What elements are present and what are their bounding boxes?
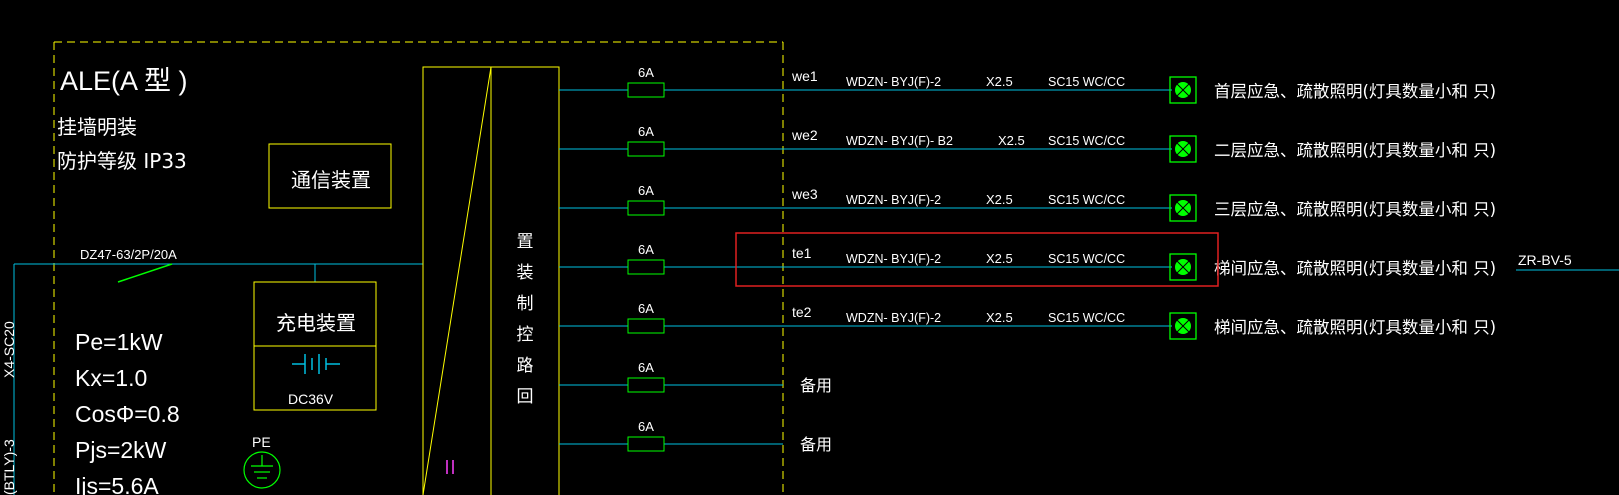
param-pjs: Pjs=2kW xyxy=(75,437,167,463)
circuit-row: 6A 备用 xyxy=(559,419,832,454)
cable-spec: WDZN- BYJ(F)-2 xyxy=(846,252,941,266)
fuse-icon xyxy=(627,318,665,334)
bus-bar-diagonal xyxy=(422,66,492,495)
circuit-row: 6A te2 WDZN- BYJ(F)-2 X2.5 SC15 WC/CC 梯间应急、疏散… xyxy=(559,301,1496,340)
panel-install-text: 挂墙明装 xyxy=(57,115,137,139)
cable-spec: WDZN- BYJ(F)-2 xyxy=(846,311,941,325)
controller-label-char: 路 xyxy=(517,356,534,376)
comm-device-box xyxy=(268,143,392,209)
fuse-rating: 6A xyxy=(638,65,654,80)
fuse-icon xyxy=(627,200,665,216)
panel-protection-text: 防护等级 IP33 xyxy=(57,149,187,173)
controller-box xyxy=(490,66,560,495)
circuit-id: we1 xyxy=(791,68,818,84)
fuse-icon xyxy=(627,141,665,157)
battery-icon xyxy=(292,354,340,374)
circuit-row: 6A te1 WDZN- BYJ(F)-2 X2.5 SC15 WC/CC 梯间应急、疏散… xyxy=(559,242,1496,281)
cable-size: X2.5 xyxy=(986,192,1013,207)
incoming-label-2: (BTLY)-3 xyxy=(1,439,17,495)
emergency-light-icon xyxy=(1169,312,1197,340)
controller-label-char: 回 xyxy=(517,387,534,407)
circuit-id: we2 xyxy=(791,127,818,143)
right-edge-label: ZR-BV-5 xyxy=(1518,252,1572,268)
conduit-spec: SC15 WC/CC xyxy=(1048,75,1125,89)
param-cos: CosΦ=0.8 xyxy=(75,401,180,427)
fuse-rating: 6A xyxy=(638,301,654,316)
controller-label-char: 控 xyxy=(517,325,534,345)
panel-boundary xyxy=(53,41,784,495)
cable-size: X2.5 xyxy=(986,251,1013,266)
emergency-light-icon xyxy=(1169,194,1197,222)
main-breaker-symbol xyxy=(117,263,173,283)
dc-voltage-label: DC36V xyxy=(288,391,334,407)
fuse-rating: 6A xyxy=(638,360,654,375)
circuit-description: 梯间应急、疏散照明(灯具数量小和 只) xyxy=(1214,259,1496,278)
controller-label-char: 制 xyxy=(517,294,534,314)
circuit-description: 二层应急、疏散照明(灯具数量小和 只) xyxy=(1214,141,1496,160)
conduit-spec: SC15 WC/CC xyxy=(1048,134,1125,148)
controller-label-char: 装 xyxy=(517,263,534,283)
circuit-description: 三层应急、疏散照明(灯具数量小和 只) xyxy=(1214,200,1496,219)
highlight-box xyxy=(735,232,1219,287)
param-pe: Pe=1kW xyxy=(75,329,163,355)
charger-label: 充电装置 xyxy=(276,311,356,335)
spare-label: 备用 xyxy=(800,435,832,454)
circuit-description: 梯间应急、疏散照明(灯具数量小和 只) xyxy=(1214,318,1496,337)
circuit-id: te1 xyxy=(792,245,812,261)
param-ijs: Ijs=5.6A xyxy=(75,473,159,495)
circuit-id: te2 xyxy=(792,304,812,320)
fuse-rating: 6A xyxy=(638,124,654,139)
fuse-icon xyxy=(627,82,665,98)
fuse-rating: 6A xyxy=(638,419,654,434)
controller-label-char: 置 xyxy=(517,232,534,252)
conduit-spec: SC15 WC/CC xyxy=(1048,252,1125,266)
emergency-light-icon xyxy=(1169,135,1197,163)
circuit-id: we3 xyxy=(791,186,818,202)
fuse-rating: 6A xyxy=(638,242,654,257)
emergency-light-icon xyxy=(1169,76,1197,104)
circuit-row: 6A we1 WDZN- BYJ(F)-2 X2.5 SC15 WC/CC 首层应急、疏散… xyxy=(559,65,1496,104)
circuit-description: 首层应急、疏散照明(灯具数量小和 只) xyxy=(1214,82,1496,101)
comm-device-label: 通信装置 xyxy=(291,168,371,192)
fuse-icon xyxy=(627,377,665,393)
fuse-icon xyxy=(627,436,665,452)
cable-size: X2.5 xyxy=(986,310,1013,325)
cable-spec: WDZN- BYJ(F)-2 xyxy=(846,193,941,207)
fuse-icon xyxy=(627,259,665,275)
main-breaker-label: DZ47-63/2P/20A xyxy=(80,247,177,262)
incoming-label-1: X4-SC20 xyxy=(1,321,17,378)
emergency-light-icon xyxy=(1169,253,1197,281)
param-kx: Kx=1.0 xyxy=(75,365,147,391)
conduit-spec: SC15 WC/CC xyxy=(1048,193,1125,207)
ground-icon xyxy=(243,451,281,489)
cable-spec: WDZN- BYJ(F)-2 xyxy=(846,75,941,89)
spare-label: 备用 xyxy=(800,376,832,395)
circuit-row: 6A 备用 xyxy=(559,360,832,395)
bus-marker-icon xyxy=(446,460,454,474)
cable-size: X2.5 xyxy=(998,133,1025,148)
panel-title: ALE(A 型 ) xyxy=(60,66,188,96)
fuse-rating: 6A xyxy=(638,183,654,198)
circuit-row: 6A we3 WDZN- BYJ(F)-2 X2.5 SC15 WC/CC 三层应急、疏散… xyxy=(559,183,1496,222)
cable-spec: WDZN- BYJ(F)- B2 xyxy=(846,134,953,148)
conduit-spec: SC15 WC/CC xyxy=(1048,311,1125,325)
circuit-row: 6A we2 WDZN- BYJ(F)- B2 X2.5 SC15 WC/CC 二层应急、… xyxy=(559,124,1496,163)
cable-size: X2.5 xyxy=(986,74,1013,89)
pe-label: PE xyxy=(252,434,271,450)
